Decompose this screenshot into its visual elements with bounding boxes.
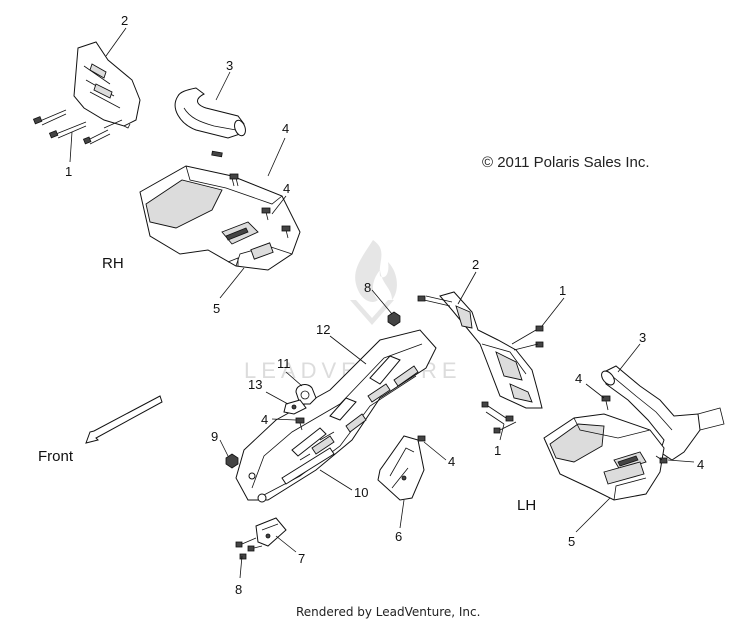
- callout-lh-4b: 4: [697, 457, 704, 472]
- callout-rh-4b: 4: [283, 181, 290, 196]
- rh-bracket-part-2: [73, 41, 141, 129]
- rh-label: RH: [102, 255, 124, 272]
- bracket-part-13: [283, 399, 307, 415]
- clip-part-11: [295, 384, 317, 405]
- callout-c-11: 11: [277, 356, 291, 371]
- rh-footrest-part-3: [174, 87, 246, 158]
- callout-rh-5: 5: [213, 301, 220, 316]
- bracket-part-6: [377, 435, 426, 501]
- rh-bolts-part-1: [32, 109, 123, 145]
- callout-lh-1b: 1: [494, 443, 501, 458]
- lh-screws-part-4: [601, 395, 668, 464]
- callout-rh-2: 2: [121, 13, 128, 28]
- lh-footrest-part-3: [601, 365, 725, 461]
- lh-label: LH: [517, 497, 536, 514]
- callout-c-9: 9: [211, 429, 218, 444]
- callout-c-6: 6: [395, 529, 402, 544]
- rh-screws-part-4: [229, 173, 291, 239]
- screw-part-4-center: [295, 417, 305, 431]
- callout-c-10: 10: [354, 485, 368, 500]
- callout-c-13: 13: [248, 377, 262, 392]
- callout-rh-3: 3: [226, 58, 233, 73]
- flame-logo-icon: [350, 240, 397, 325]
- callout-c-12: 12: [316, 322, 330, 337]
- callout-rh-4a: 4: [282, 121, 289, 136]
- callout-lh-3: 3: [639, 330, 646, 345]
- nut-part-9: [225, 453, 239, 469]
- nut-part-8-top: [387, 311, 401, 327]
- callout-lh-1a: 1: [559, 283, 566, 298]
- callout-lh-2: 2: [472, 257, 479, 272]
- callout-c-4b: 4: [448, 454, 455, 469]
- copyright-text: © 2011 Polaris Sales Inc.: [482, 154, 650, 171]
- skid-plate-part-12: [235, 329, 437, 503]
- arrow-down-left-icon: [85, 395, 163, 444]
- rh-footwell-part-5: [139, 165, 301, 271]
- lh-bracket-part-2: [439, 291, 543, 409]
- bolts-part-8-bottom: [235, 537, 263, 560]
- callout-lh-5: 5: [568, 534, 575, 549]
- footer-text: Rendered by LeadVenture, Inc.: [296, 605, 480, 619]
- callout-c-7: 7: [298, 551, 305, 566]
- callout-c-8b: 8: [235, 582, 242, 597]
- front-label: Front: [38, 448, 74, 465]
- lh-footwell-part-5: [543, 413, 665, 501]
- callout-rh-1: 1: [65, 164, 72, 179]
- callout-lh-4a: 4: [575, 371, 582, 386]
- callout-c-4: 4: [261, 412, 268, 427]
- callout-c-8a: 8: [364, 280, 371, 295]
- bracket-part-7: [255, 517, 287, 547]
